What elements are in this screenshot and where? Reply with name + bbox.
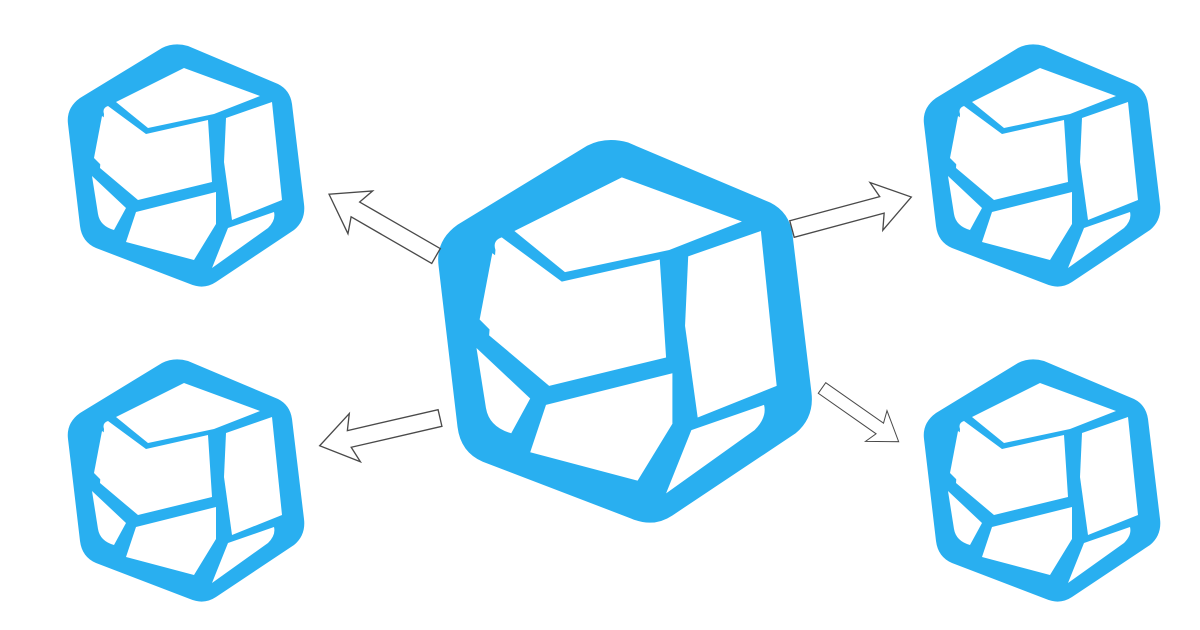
central-cube-node bbox=[438, 140, 812, 523]
arrow-to-bottom-left bbox=[313, 393, 447, 471]
arrow-to-top-left bbox=[316, 172, 450, 279]
arrow-to-top-right bbox=[784, 172, 919, 254]
satellite-cube-node-bottom-right bbox=[923, 359, 1161, 602]
arrow-to-bottom-right bbox=[810, 372, 910, 458]
satellite-cube-node-bottom-left bbox=[67, 359, 305, 602]
satellite-cube-node-top-right bbox=[923, 44, 1161, 287]
satellite-cube-node-top-left bbox=[67, 44, 305, 287]
